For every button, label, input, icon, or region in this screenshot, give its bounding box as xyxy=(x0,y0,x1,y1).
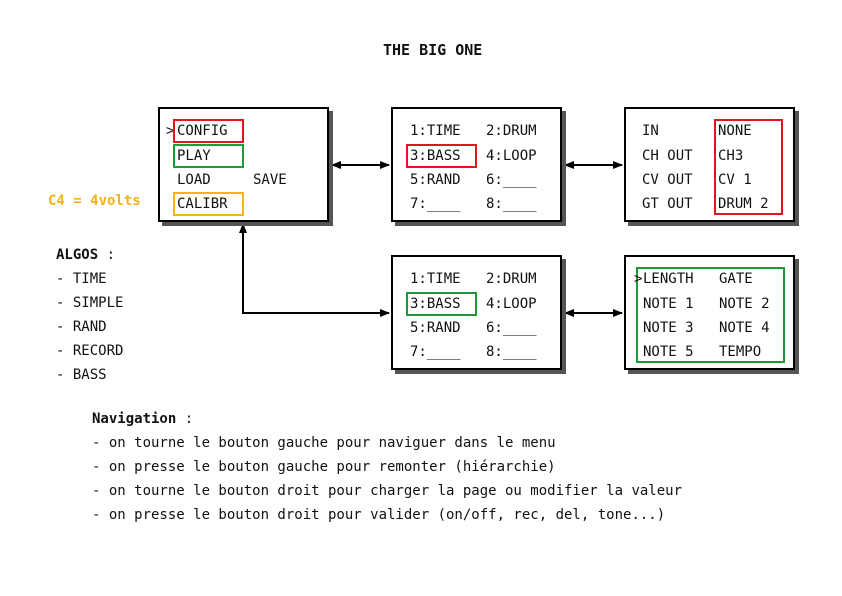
algo-cell[interactable]: 7:____ xyxy=(410,196,461,212)
navigation-heading-colon: : xyxy=(176,411,194,427)
config-value[interactable]: CH3 xyxy=(718,148,744,164)
algo-cell[interactable]: 4:LOOP xyxy=(486,296,537,312)
param-cell[interactable]: NOTE 4 xyxy=(719,320,770,336)
calibration-note: C4 = 4volts xyxy=(48,193,141,209)
algo-list-item: - TIME xyxy=(56,271,107,287)
highlight-bass xyxy=(406,292,477,316)
algo-list-item: - RECORD xyxy=(56,343,124,359)
navigation-line: - on presse le bouton droit pour valider… xyxy=(92,507,666,523)
algo-cell[interactable]: 8:____ xyxy=(486,196,537,212)
highlight-config xyxy=(173,119,244,143)
params-box: > LENGTH GATE NOTE 1 NOTE 2 NOTE 3 NOTE … xyxy=(624,255,795,370)
menu-item-play[interactable]: PLAY xyxy=(177,148,211,164)
highlight-params xyxy=(636,267,785,363)
algo-cell[interactable]: 6:____ xyxy=(486,172,537,188)
config-label: IN xyxy=(642,123,659,139)
algo-cell[interactable]: 2:DRUM xyxy=(486,123,537,139)
highlight-calibr xyxy=(173,192,244,216)
param-cell[interactable]: LENGTH xyxy=(643,271,694,287)
algo-cell[interactable]: 8:____ xyxy=(486,344,537,360)
config-value[interactable]: CV 1 xyxy=(718,172,752,188)
highlight-config-values xyxy=(714,119,783,215)
param-cell[interactable]: NOTE 2 xyxy=(719,296,770,312)
algo-cell[interactable]: 1:TIME xyxy=(410,123,461,139)
menu-item-load[interactable]: LOAD xyxy=(177,172,211,188)
algo-cell[interactable]: 2:DRUM xyxy=(486,271,537,287)
main-menu-box: > CONFIG PLAY LOAD SAVE CALIBR xyxy=(158,107,329,222)
algo-cell[interactable]: 3:BASS xyxy=(410,148,461,164)
main-menu-cursor: > xyxy=(166,123,175,139)
algos-heading-text: ALGOS xyxy=(56,247,99,263)
menu-item-config[interactable]: CONFIG xyxy=(177,123,228,139)
algo-list-item: - BASS xyxy=(56,367,107,383)
config-value[interactable]: DRUM 2 xyxy=(718,196,769,212)
param-cell[interactable]: NOTE 3 xyxy=(643,320,694,336)
params-cursor: > xyxy=(634,271,643,287)
algo-cell[interactable]: 3:BASS xyxy=(410,296,461,312)
highlight-bass xyxy=(406,144,477,168)
highlight-play xyxy=(173,144,244,168)
algo-menu-top-box: 1:TIME 2:DRUM 3:BASS 4:LOOP 5:RAND 6:___… xyxy=(391,107,562,222)
navigation-heading: Navigation : xyxy=(92,411,193,427)
param-cell[interactable]: NOTE 1 xyxy=(643,296,694,312)
param-cell[interactable]: GATE xyxy=(719,271,753,287)
navigation-line: - on tourne le bouton droit pour charger… xyxy=(92,483,683,499)
algo-cell[interactable]: 5:RAND xyxy=(410,172,461,188)
config-label: CH OUT xyxy=(642,148,693,164)
arrow-main-to-algo-bottom xyxy=(239,223,390,317)
algo-cell[interactable]: 6:____ xyxy=(486,320,537,336)
diagram-title: THE BIG ONE xyxy=(383,41,483,59)
param-cell[interactable]: TEMPO xyxy=(719,344,762,360)
algo-cell[interactable]: 4:LOOP xyxy=(486,148,537,164)
menu-item-calibr[interactable]: CALIBR xyxy=(177,196,228,212)
algos-heading-colon: : xyxy=(98,247,116,263)
navigation-line: - on tourne le bouton gauche pour navigu… xyxy=(92,435,556,451)
navigation-heading-text: Navigation xyxy=(92,411,177,427)
algo-cell[interactable]: 7:____ xyxy=(410,344,461,360)
algo-cell[interactable]: 5:RAND xyxy=(410,320,461,336)
algo-list-item: - SIMPLE xyxy=(56,295,124,311)
algo-menu-bottom-box: 1:TIME 2:DRUM 3:BASS 4:LOOP 5:RAND 6:___… xyxy=(391,255,562,370)
config-label: GT OUT xyxy=(642,196,693,212)
config-label: CV OUT xyxy=(642,172,693,188)
navigation-line: - on presse le bouton gauche pour remont… xyxy=(92,459,556,475)
param-cell[interactable]: NOTE 5 xyxy=(643,344,694,360)
menu-item-save[interactable]: SAVE xyxy=(253,172,287,188)
algos-heading: ALGOS : xyxy=(56,247,115,263)
algo-list-item: - RAND xyxy=(56,319,107,335)
algo-cell[interactable]: 1:TIME xyxy=(410,271,461,287)
config-box: IN NONE CH OUT CH3 CV OUT CV 1 GT OUT DR… xyxy=(624,107,795,222)
config-value[interactable]: NONE xyxy=(718,123,752,139)
